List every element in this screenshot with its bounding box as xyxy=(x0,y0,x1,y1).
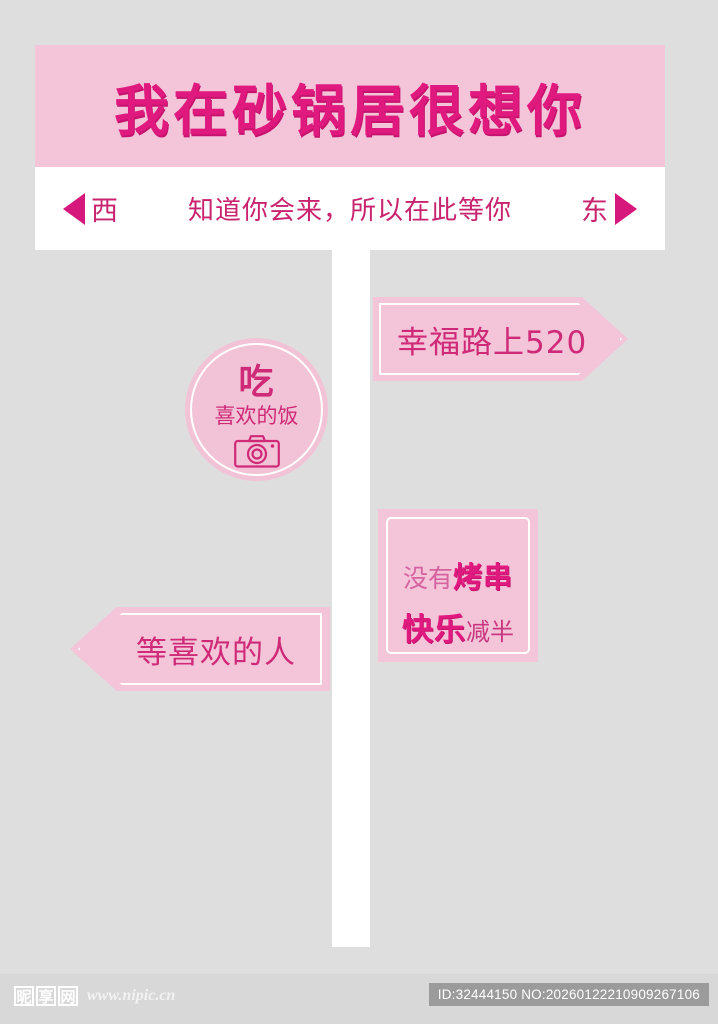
footer-bar: 昵 享 网 www.nipic.cn ID:32444150 NO:202601… xyxy=(0,974,718,1024)
sign-right-arrow-text: 幸福路上520 xyxy=(397,324,588,361)
board-direction-panel: 西 知道你会来，所以在此等你 东 xyxy=(35,167,665,250)
east-label: 东 xyxy=(581,196,609,227)
watermark-char-3: 网 xyxy=(58,986,78,1006)
sign-square-line1-bold: 烤串 xyxy=(453,560,514,594)
sign-inner-border xyxy=(386,517,530,654)
sign-inner-border xyxy=(379,303,622,375)
status-badge: ID:32444150 NO:20260122210909267106 xyxy=(428,983,709,1006)
page-title: 我在砂锅居很想你 xyxy=(113,79,586,143)
sign-circle: 吃 喜欢的饭 xyxy=(185,338,328,481)
watermark-char-2: 享 xyxy=(36,986,56,1006)
watermark-logo: 昵 享 网 xyxy=(14,986,78,1006)
west-label: 西 xyxy=(91,196,119,227)
sign-circle-subline: 喜欢的饭 xyxy=(214,404,299,428)
arrow-left-icon xyxy=(63,192,85,225)
sign-square-line1-thin: 没有 xyxy=(402,564,453,593)
watermark: 昵 享 网 www.nipic.cn xyxy=(14,986,175,1006)
sign-square-line2-bold: 快乐 xyxy=(402,612,466,648)
sign-square-line2-thin: 减半 xyxy=(466,618,514,646)
arrow-right-icon xyxy=(615,192,637,225)
sign-square-line2: 快乐减半 xyxy=(378,604,538,649)
watermark-url: www.nipic.cn xyxy=(87,987,176,1004)
signpost-pole xyxy=(332,210,370,947)
watermark-char-1: 昵 xyxy=(14,986,34,1006)
sign-square-line1: 没有烤串 xyxy=(378,554,538,596)
sign-inner-border xyxy=(78,613,322,685)
sign-inner-border xyxy=(190,343,323,476)
sign-left-arrow: 等喜欢的人 xyxy=(70,607,330,691)
tagline-text: 知道你会来，所以在此等你 xyxy=(187,196,512,226)
sign-square: 没有烤串 快乐减半 xyxy=(378,509,538,662)
board-title-panel: 我在砂锅居很想你 xyxy=(35,45,665,167)
sign-left-arrow-text: 等喜欢的人 xyxy=(136,634,296,671)
camera-icon xyxy=(233,434,280,473)
sign-right-arrow: 幸福路上520 xyxy=(373,297,628,381)
sign-circle-headline: 吃 xyxy=(238,363,275,403)
top-board: 我在砂锅居很想你 西 知道你会来，所以在此等你 东 xyxy=(35,45,665,250)
direction-row: 西 知道你会来，所以在此等你 东 xyxy=(35,189,665,228)
